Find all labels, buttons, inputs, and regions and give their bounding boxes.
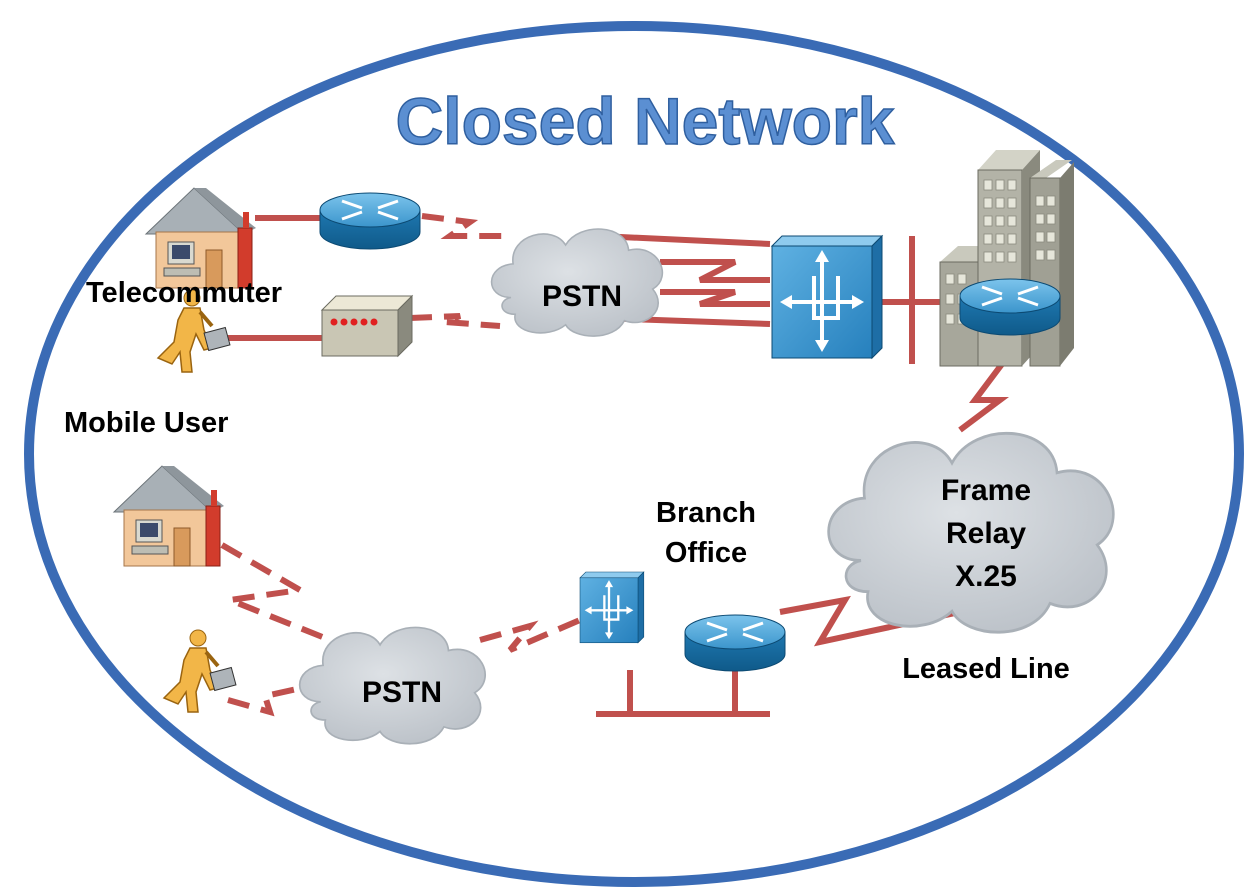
dial-link-mobile-pstn xyxy=(227,681,321,717)
branch-office-label-line2: Office xyxy=(665,537,747,569)
dial-link-pstn-branch xyxy=(479,617,582,653)
hq-frame-relay-link xyxy=(958,338,1023,433)
branch-office-label-line1: Branch xyxy=(656,497,756,529)
network-links xyxy=(218,213,1023,717)
branch-multilayer-switch-icon xyxy=(578,570,645,644)
leased-line-label: Leased Line xyxy=(902,653,1070,685)
telecommuter-router-icon xyxy=(318,191,422,251)
pstn-switch-link-3 xyxy=(660,289,770,307)
leased-line-link xyxy=(779,595,961,647)
diagram-title: Closed Network xyxy=(396,84,895,158)
hq-multilayer-switch-icon xyxy=(770,234,884,360)
pstn-switch-link-1 xyxy=(599,233,771,247)
hq-router-icon xyxy=(958,277,1062,337)
pstn-switch-link-2 xyxy=(660,259,770,283)
telecommuter-label: Telecommuter xyxy=(86,277,282,309)
dial-link-house-pstn xyxy=(218,542,332,643)
dial-link-modem-pstn xyxy=(409,313,501,329)
frame-relay-label-line2: Relay xyxy=(946,517,1026,550)
branch-router-icon xyxy=(683,613,787,673)
frame-relay-label-line3: X.25 xyxy=(955,560,1017,593)
mobile-user-label: Mobile User xyxy=(64,407,228,439)
pstn-top-label: PSTN xyxy=(542,280,622,313)
pstn-bottom-label: PSTN xyxy=(362,676,442,709)
modem-icon xyxy=(320,294,414,358)
frame-relay-label-line1: Frame xyxy=(941,474,1031,507)
